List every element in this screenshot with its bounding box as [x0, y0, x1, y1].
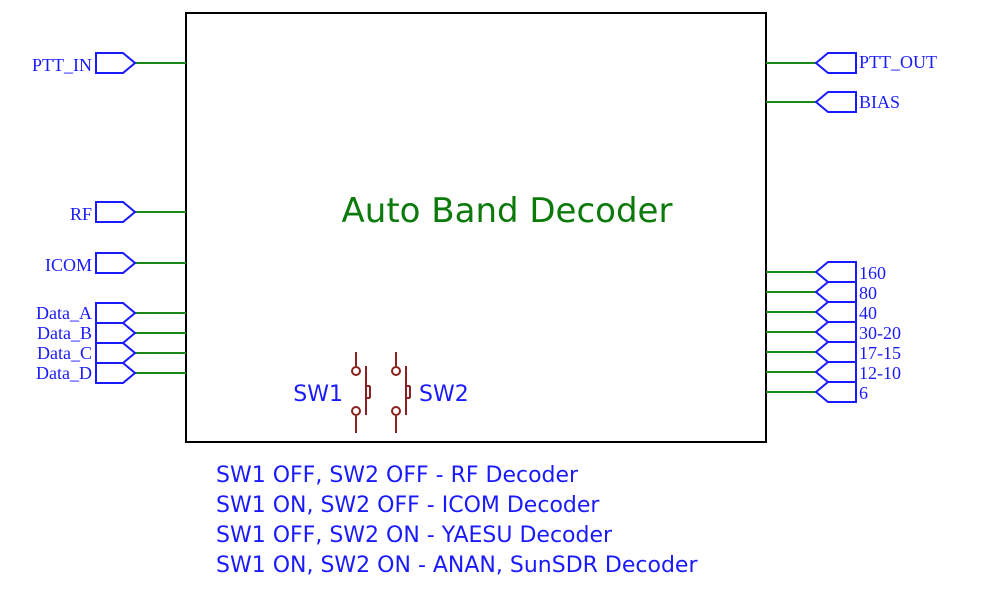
block-title: Auto Band Decoder: [342, 191, 673, 231]
right-ports: PTT_OUT BIAS 160 80 40 30-20: [766, 52, 937, 403]
port-band-40: 40: [766, 301, 877, 323]
port-data-a-label: Data_A: [36, 303, 92, 323]
port-rf: RF: [70, 201, 186, 224]
port-data-b: Data_B: [37, 322, 186, 344]
port-band-17-15: 17-15: [766, 341, 901, 363]
note-line: SW1 ON, SW2 OFF - ICOM Decoder: [216, 493, 600, 518]
port-data-c: Data_C: [37, 342, 186, 364]
port-band-160: 160: [766, 261, 886, 283]
port-band-160-label: 160: [859, 263, 886, 283]
port-band-12-10: 12-10: [766, 361, 901, 383]
port-data-d: Data_D: [36, 362, 186, 384]
port-icom: ICOM: [45, 252, 186, 275]
note-line: SW1 ON, SW2 ON - ANAN, SunSDR Decoder: [216, 553, 698, 578]
switch-notes: SW1 OFF, SW2 OFF - RF Decoder SW1 ON, SW…: [216, 463, 698, 578]
port-band-30-20: 30-20: [766, 321, 901, 343]
port-ptt-in: PTT_IN: [32, 52, 186, 75]
port-band-6: 6: [766, 381, 868, 403]
port-band-40-label: 40: [859, 303, 877, 323]
note-line: SW1 OFF, SW2 ON - YAESU Decoder: [216, 523, 613, 548]
port-data-a: Data_A: [36, 302, 186, 324]
decoder-block: [185, 12, 767, 443]
port-band-12-10-label: 12-10: [859, 363, 901, 383]
port-bias: BIAS: [766, 91, 900, 113]
port-band-17-15-label: 17-15: [859, 343, 901, 363]
switch-sw1-label: SW1: [293, 382, 343, 407]
note-line: SW1 OFF, SW2 OFF - RF Decoder: [216, 463, 579, 488]
port-band-80-label: 80: [859, 283, 877, 303]
port-bias-label: BIAS: [859, 92, 900, 112]
port-data-b-label: Data_B: [37, 323, 92, 343]
left-ports: PTT_IN RF ICOM Data_A Data_B Data_C: [32, 52, 186, 384]
port-band-30-20-label: 30-20: [859, 323, 901, 343]
port-band-6-label: 6: [859, 383, 868, 403]
port-ptt-out-label: PTT_OUT: [859, 52, 937, 72]
port-icom-label: ICOM: [45, 255, 92, 275]
port-ptt-out: PTT_OUT: [766, 52, 937, 74]
port-ptt-in-label: PTT_IN: [32, 55, 92, 75]
switch-sw2-label: SW2: [419, 382, 469, 407]
switch-sw2: SW2: [391, 352, 469, 433]
port-data-c-label: Data_C: [37, 343, 92, 363]
port-band-80: 80: [766, 281, 877, 303]
port-data-d-label: Data_D: [36, 363, 92, 383]
port-rf-label: RF: [70, 204, 92, 224]
switch-sw1: SW1: [293, 352, 371, 433]
